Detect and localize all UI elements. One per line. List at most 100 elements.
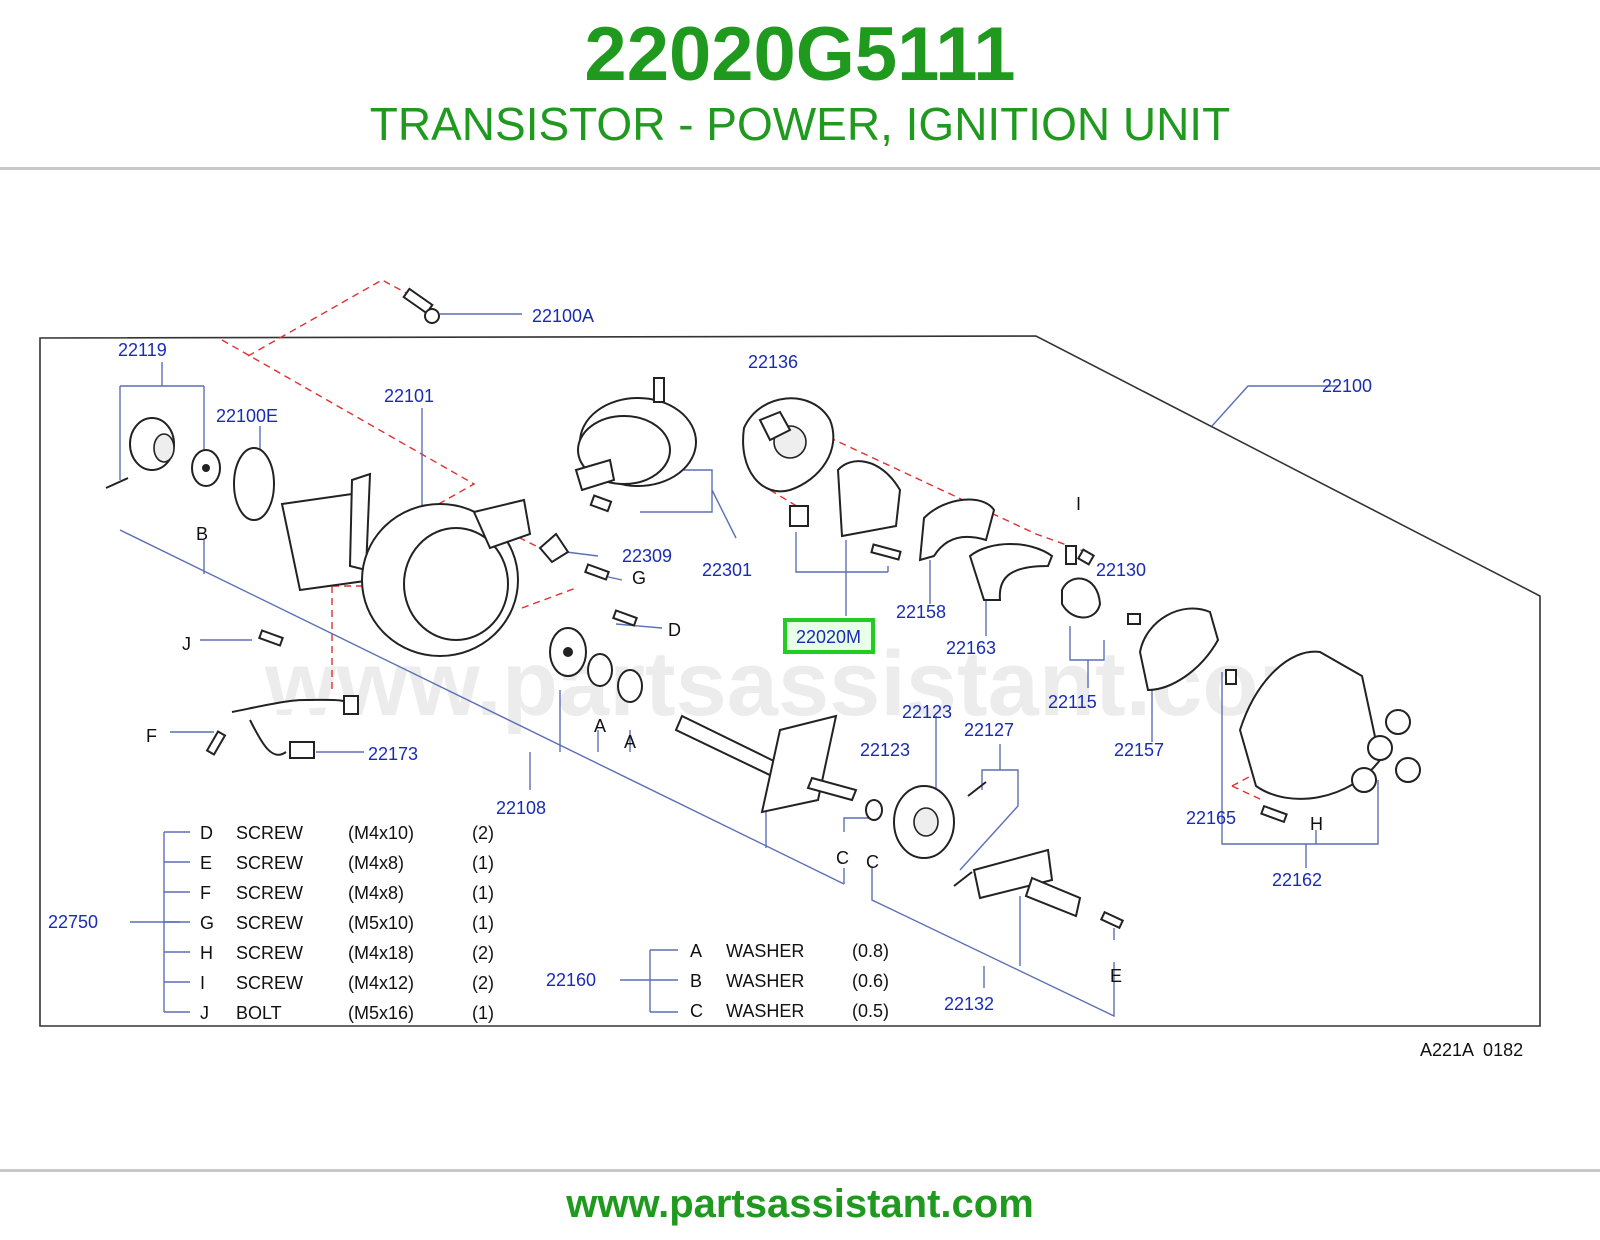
svg-text:SCREW: SCREW <box>236 973 303 993</box>
svg-text:(2): (2) <box>472 943 494 963</box>
screws-small <box>205 545 1288 930</box>
hardware-list-22750: D SCREW (M4x10) (2) E SCREW (M4x8) (1) F… <box>200 823 494 1023</box>
diagram-code: A221A 0182 <box>1420 1040 1523 1060</box>
svg-text:(0.8): (0.8) <box>852 941 889 961</box>
washers-A <box>549 627 643 703</box>
svg-text:J: J <box>200 1003 209 1023</box>
hardware-row: J BOLT (M5x16) (1) <box>200 1003 494 1023</box>
svg-text:(1): (1) <box>472 913 494 933</box>
svg-text:SCREW: SCREW <box>236 913 303 933</box>
bolt-22100A <box>402 287 440 324</box>
svg-text:WASHER: WASHER <box>726 1001 804 1021</box>
letter-j: J <box>182 634 191 654</box>
svg-text:(M4x18): (M4x18) <box>348 943 414 963</box>
header-divider <box>0 167 1600 170</box>
footer-url-link[interactable]: www.partsassistant.com <box>566 1182 1034 1226</box>
callout-22100A[interactable]: 22100A <box>532 306 594 326</box>
callout-22165[interactable]: 22165 <box>1186 808 1236 828</box>
callout-22301[interactable]: 22301 <box>702 560 752 580</box>
washer-row: B WASHER (0.6) <box>690 971 889 991</box>
callout-22100[interactable]: 22100 <box>1322 376 1372 396</box>
svg-text:SCREW: SCREW <box>236 943 303 963</box>
svg-text:A: A <box>690 941 702 961</box>
svg-text:(1): (1) <box>472 1003 494 1023</box>
svg-text:E: E <box>200 853 212 873</box>
callout-22132[interactable]: 22132 <box>944 994 994 1014</box>
vacuum-advance-22301 <box>574 377 697 513</box>
highlighted-callout-22020M[interactable]: 22020M <box>783 618 875 654</box>
rotor-22130 <box>1061 548 1141 625</box>
letter-a-1: A <box>594 716 606 736</box>
callout-22020M[interactable]: 22020M <box>796 627 861 647</box>
snap-ring-22100E <box>233 447 275 521</box>
hardware-row: F SCREW (M4x8) (1) <box>200 883 494 903</box>
svg-text:WASHER: WASHER <box>726 941 804 961</box>
letter-f: F <box>146 726 157 746</box>
callout-22130[interactable]: 22130 <box>1096 560 1146 580</box>
svg-text:(M4x12): (M4x12) <box>348 973 414 993</box>
svg-text:B: B <box>690 971 702 991</box>
callout-22750[interactable]: 22750 <box>48 912 98 932</box>
cap-22162 <box>1225 650 1421 800</box>
hardware-row: H SCREW (M4x18) (2) <box>200 943 494 963</box>
svg-text:(0.6): (0.6) <box>852 971 889 991</box>
svg-text:SCREW: SCREW <box>236 823 303 843</box>
hardware-row: D SCREW (M4x10) (2) <box>200 823 494 843</box>
callout-22163[interactable]: 22163 <box>946 638 996 658</box>
letter-c-1: C <box>836 848 849 868</box>
callout-22119[interactable]: 22119 <box>118 340 167 360</box>
callout-22123-upper[interactable]: 22123 <box>902 702 952 722</box>
svg-text:BOLT: BOLT <box>236 1003 282 1023</box>
letter-e: E <box>1110 966 1122 986</box>
callout-22108[interactable]: 22108 <box>496 798 546 818</box>
svg-text:(1): (1) <box>472 883 494 903</box>
page-header: 22020G5111 TRANSISTOR - POWER, IGNITION … <box>0 0 1600 168</box>
svg-text:(M5x10): (M5x10) <box>348 913 414 933</box>
callout-22160[interactable]: 22160 <box>546 970 596 990</box>
governor-22123 <box>893 785 955 859</box>
svg-text:(M4x8): (M4x8) <box>348 883 404 903</box>
letter-c-2: C <box>866 852 879 872</box>
svg-text:F: F <box>200 883 211 903</box>
svg-text:H: H <box>200 943 213 963</box>
callout-22136[interactable]: 22136 <box>748 352 798 372</box>
washer-b <box>191 449 221 487</box>
washers-C <box>865 799 883 821</box>
svg-text:(2): (2) <box>472 973 494 993</box>
callout-22100E[interactable]: 22100E <box>216 406 278 426</box>
gear-22119 <box>105 417 175 489</box>
harness-22173 <box>231 695 359 759</box>
callout-22115[interactable]: 22115 <box>1048 692 1097 712</box>
cam-22132 <box>972 848 1082 918</box>
svg-text:WASHER: WASHER <box>726 971 804 991</box>
part-number-title: 22020G5111 <box>584 12 1016 97</box>
diagram-frame <box>39 335 1541 1027</box>
callout-22162[interactable]: 22162 <box>1272 870 1322 890</box>
svg-text:(0.5): (0.5) <box>852 1001 889 1021</box>
callout-22101[interactable]: 22101 <box>384 386 434 406</box>
pickup-22158 <box>789 460 902 561</box>
svg-text:(M5x16): (M5x16) <box>348 1003 414 1023</box>
washer-row: A WASHER (0.8) <box>690 941 889 961</box>
hardware-row: E SCREW (M4x8) (1) <box>200 853 494 873</box>
letter-h: H <box>1310 814 1323 834</box>
callout-22123-lower[interactable]: 22123 <box>860 740 910 760</box>
svg-text:(M4x10): (M4x10) <box>348 823 414 843</box>
svg-text:(1): (1) <box>472 853 494 873</box>
callout-22127[interactable]: 22127 <box>964 720 1014 740</box>
callout-22173[interactable]: 22173 <box>368 744 418 764</box>
footer-divider <box>0 1169 1600 1172</box>
letter-i: I <box>1076 494 1081 514</box>
svg-text:(M4x8): (M4x8) <box>348 853 404 873</box>
hardware-row: G SCREW (M5x10) (1) <box>200 913 494 933</box>
letter-a-2: A <box>624 732 636 752</box>
rotor-head-22157 <box>1138 607 1220 692</box>
callout-22309[interactable]: 22309 <box>622 546 672 566</box>
callout-22157[interactable]: 22157 <box>1114 740 1164 760</box>
callout-22158[interactable]: 22158 <box>896 602 946 622</box>
svg-text:D: D <box>200 823 213 843</box>
svg-text:(2): (2) <box>472 823 494 843</box>
letter-d: D <box>668 620 681 640</box>
bracket-22309 <box>538 532 570 564</box>
housing-22101 <box>280 472 532 657</box>
